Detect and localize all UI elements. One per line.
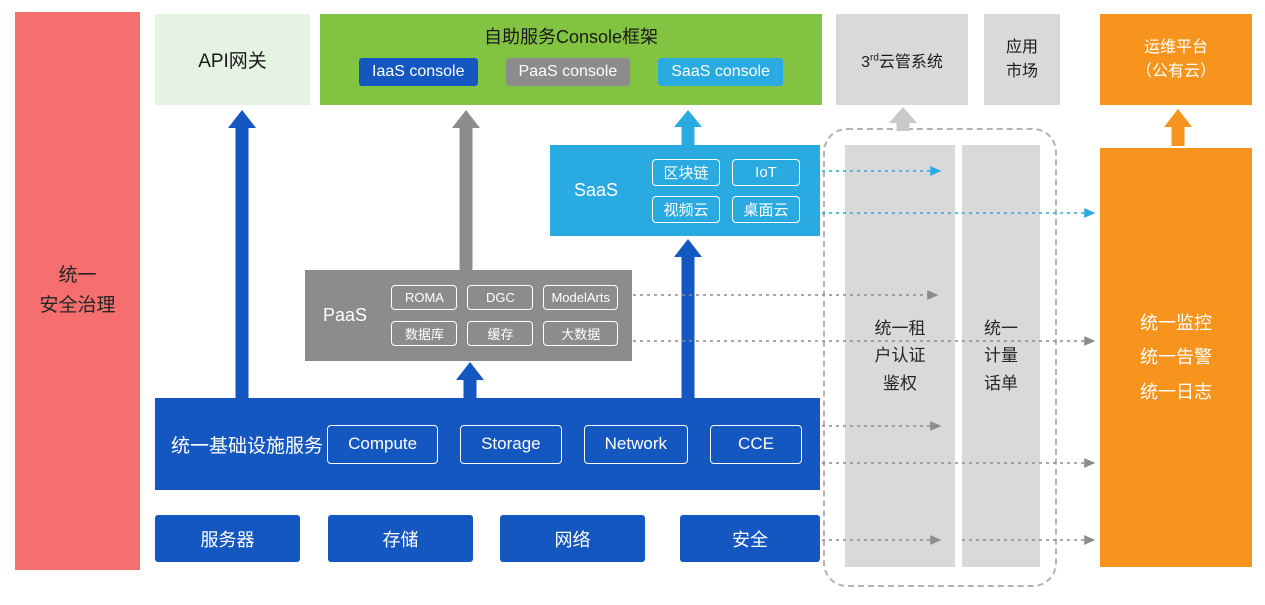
saas-chip-video-cloud: 视频云 bbox=[652, 195, 720, 223]
security-box: 安全 bbox=[680, 515, 820, 562]
saas-chip-iot: IoT bbox=[732, 158, 800, 186]
om-platform-label: 运维平台 （公有云） bbox=[1135, 38, 1216, 80]
storage-box: 存储 bbox=[328, 515, 473, 562]
saas-chip-blockchain: 区块链 bbox=[652, 158, 720, 186]
third-party-prefix: 3 bbox=[861, 53, 870, 71]
paas-chip-cache: 缓存 bbox=[467, 321, 534, 346]
app-market-box: 应用 市场 bbox=[984, 14, 1060, 105]
app-market-label: 应用 市场 bbox=[1005, 38, 1038, 80]
paas-chip-roma: ROMA bbox=[391, 285, 458, 310]
third-party-cloud-mgmt-label: 3rd云管系统 bbox=[861, 48, 943, 72]
paas-chips-grid: ROMA DGC ModelArts 数据库 缓存 大数据 bbox=[391, 285, 618, 346]
paas-chip-database: 数据库 bbox=[391, 321, 458, 346]
arrow-monitor-to-om-platform bbox=[1164, 109, 1192, 146]
arrow-saas-to-console bbox=[674, 110, 702, 145]
network-box: 网络 bbox=[500, 515, 645, 562]
paas-chip-modelarts: ModelArts bbox=[543, 285, 618, 310]
iaas-console-chip: IaaS console bbox=[359, 58, 478, 86]
saas-chips-grid: 区块链 IoT 视频云 桌面云 bbox=[652, 158, 800, 223]
arrow-paas-to-console bbox=[452, 110, 480, 270]
server-box: 服务器 bbox=[155, 515, 300, 562]
common-services-dashed-group bbox=[823, 128, 1057, 587]
arrow-infra-to-saas bbox=[674, 239, 702, 398]
infra-chip-compute: Compute bbox=[327, 424, 439, 464]
om-platform-box: 运维平台 （公有云） bbox=[1100, 14, 1252, 105]
tenant-auth-label: 统一租 户认证 鉴权 bbox=[874, 319, 926, 393]
saas-layer-box: SaaS 区块链 IoT 视频云 桌面云 bbox=[550, 145, 820, 236]
third-party-cloud-mgmt-box: 3rd云管系统 bbox=[836, 14, 968, 105]
console-framework-title: 自助服务Console框架 bbox=[483, 27, 659, 47]
infrastructure-layer-label: 统一基础设施服务 bbox=[171, 435, 324, 457]
security-governance-label: 统一 安全治理 bbox=[39, 264, 116, 316]
api-gateway-label: API网关 bbox=[198, 51, 267, 72]
monitoring-alerting-logging-box: 统一监控 统一告警 统一日志 bbox=[1100, 148, 1252, 567]
console-framework-box: 自助服务Console框架 IaaS console PaaS console … bbox=[320, 14, 822, 105]
metering-billing-label: 统一 计量 话单 bbox=[984, 319, 1018, 393]
infrastructure-chips-row: Compute Storage Network CCE bbox=[327, 424, 802, 464]
monitoring-alerting-logging-label: 统一监控 统一告警 统一日志 bbox=[1140, 313, 1212, 402]
infra-chip-cce: CCE bbox=[710, 424, 802, 464]
metering-billing-bar: 统一 计量 话单 bbox=[962, 145, 1040, 567]
saas-console-chip: SaaS console bbox=[658, 58, 783, 86]
console-chips-row: IaaS console PaaS console SaaS console bbox=[359, 58, 783, 86]
third-party-sup: rd bbox=[869, 52, 879, 64]
paas-layer-box: PaaS ROMA DGC ModelArts 数据库 缓存 大数据 bbox=[305, 270, 632, 361]
paas-console-chip: PaaS console bbox=[505, 58, 631, 86]
saas-layer-label: SaaS bbox=[574, 180, 619, 200]
tenant-auth-bar: 统一租 户认证 鉴权 bbox=[845, 145, 955, 567]
infra-chip-network: Network bbox=[583, 424, 688, 464]
api-gateway-box: API网关 bbox=[155, 14, 310, 105]
third-party-suffix: 云管系统 bbox=[878, 53, 943, 71]
arrow-infra-to-paas bbox=[456, 362, 484, 398]
paas-chip-dgc: DGC bbox=[467, 285, 534, 310]
paas-chip-bigdata: 大数据 bbox=[543, 321, 618, 346]
infra-chip-storage: Storage bbox=[460, 424, 562, 464]
infrastructure-layer-box: 统一基础设施服务 Compute Storage Network CCE bbox=[155, 398, 820, 490]
security-governance-bar: 统一 安全治理 bbox=[15, 12, 140, 570]
paas-layer-label: PaaS bbox=[323, 305, 368, 325]
arrow-infra-to-api-gateway bbox=[228, 110, 256, 398]
saas-chip-desktop-cloud: 桌面云 bbox=[732, 195, 800, 223]
